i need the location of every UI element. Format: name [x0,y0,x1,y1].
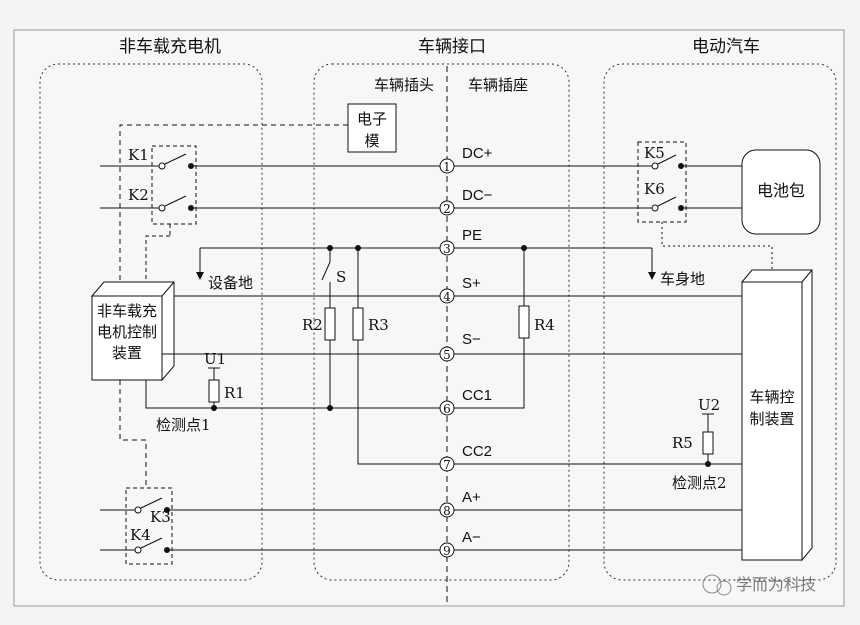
pin-number: 5 [443,348,451,362]
module-label-line2: 模 [364,132,379,150]
r5-label: R5 [672,434,693,452]
pin-9: 9 A− [439,529,481,558]
pin-6: 6 CC1 [439,387,492,416]
pin-8: 8 A+ [439,489,481,518]
pin-label: PE [462,227,482,244]
k5-k6-switch-box [637,141,687,223]
pin-number: 9 [443,544,451,558]
cc1-line [145,380,330,409]
k5-label: K5 [644,144,665,162]
pin-label: A− [462,529,481,546]
pin-number: 2 [443,202,451,216]
module-control-line [119,124,348,280]
pin-number: 7 [443,458,451,472]
pin-3: 3 PE [439,227,482,256]
u1-label: U1 [204,350,226,368]
detection-point-1: 检测点1 [156,416,211,434]
k4-label: K4 [130,526,151,544]
section-title-charger: 非车载充电机 [119,37,221,57]
r4-label: R4 [534,316,555,334]
pin-2: 2 DC− [439,187,493,216]
vehicle-ground-label: 车身地 [660,270,705,288]
pin-label: CC1 [462,387,492,404]
socket-label: 车辆插座 [468,76,528,94]
battery-pack [741,149,821,235]
section-title-interface: 车辆接口 [418,37,486,57]
cc2-line [357,340,742,465]
r2-label: R2 [302,316,323,334]
section-title-vehicle: 电动汽车 [692,37,760,57]
pin-4: 4 S+ [439,275,481,304]
charger-controller-line3: 装置 [112,344,142,362]
k1-label: K1 [128,146,149,164]
resistor-r2 [324,307,336,341]
vehicle-controller-line2: 制装置 [749,410,794,428]
pin-number: 8 [443,504,451,518]
battery-label: 电池包 [757,181,805,200]
charger-controller-line2: 电机控制 [97,323,157,341]
switch-s-label: S [336,268,346,286]
pin-label: S+ [462,275,481,292]
electronic-module-box [347,103,397,153]
vehicle-controller-line1: 车辆控 [749,388,794,406]
u2-label: U2 [698,396,720,414]
watermark-text: 学而为科技 [736,575,816,594]
charger-region [39,63,263,581]
plug-label: 车辆插头 [374,76,434,94]
pin-label: DC− [462,187,493,204]
pin-number: 4 [443,290,451,304]
pin-label: S− [462,331,481,348]
resistor-r1 [208,379,220,403]
watermark: 学而为科技 [702,574,816,596]
pin-label: CC2 [462,443,492,460]
pin-7: 7 CC2 [439,443,492,472]
pin-label: DC+ [462,145,493,162]
k3-k4-switch-box [125,487,173,565]
k1-k2-switch-box [151,145,197,225]
k6-label: K6 [644,180,665,198]
pin-number: 6 [443,402,451,416]
k2-label: K2 [128,186,149,204]
r3-label: R3 [368,316,389,334]
pin-number: 1 [443,160,451,174]
pin-1: 1 DC+ [439,145,493,174]
device-ground-label: 设备地 [208,274,253,292]
charger-controller [91,295,163,381]
module-label-line1: 电子 [357,110,387,128]
detection-point-2: 检测点2 [672,474,727,492]
resistor-r4 [518,305,530,339]
resistor-r3 [352,307,364,341]
pin-label: A+ [462,489,481,506]
vehicle-controller [741,281,803,561]
r1-label: R1 [224,384,245,402]
charger-controller-line1: 非车载充 [97,302,157,320]
pin-number: 3 [443,242,451,256]
pin-5: 5 S− [439,331,481,362]
resistor-r5 [702,431,714,455]
